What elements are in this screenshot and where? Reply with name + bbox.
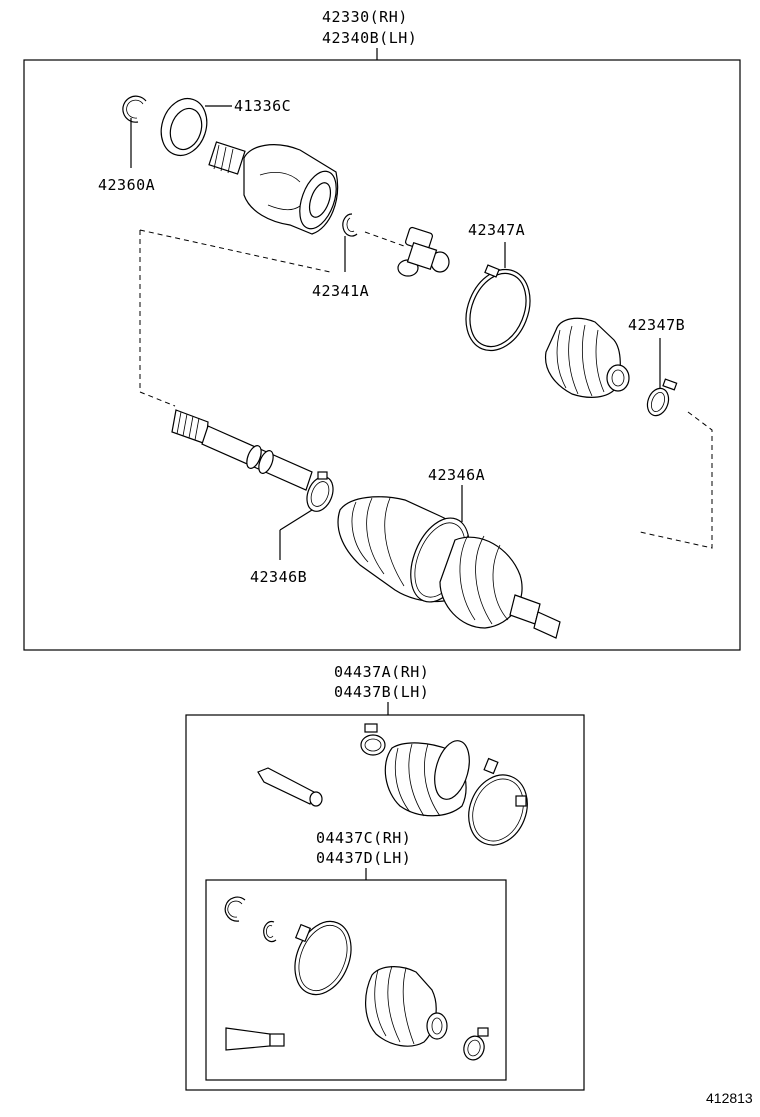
kit-grease-tube[interactable] (257, 767, 323, 807)
inboard-joint-housing[interactable] (208, 141, 343, 235)
inner-kit-boot[interactable] (365, 965, 448, 1047)
inboard-boot[interactable] (544, 317, 630, 398)
kit-clamp-small[interactable] (360, 723, 386, 756)
diagram-ref-number: 412813 (706, 1090, 753, 1106)
assembly-rh-label[interactable]: 42330(RH) (322, 8, 408, 26)
part-42346b-label[interactable]: 42346B (250, 568, 307, 586)
kit-outer-frame (185, 714, 585, 1091)
kit-inner-lh-label[interactable]: 04437D(LH) (316, 849, 411, 867)
inner-kit-band[interactable] (285, 913, 362, 1003)
outboard-boot[interactable] (337, 496, 561, 639)
kit-inner-frame (205, 879, 507, 1081)
kit-inner-rh-label[interactable]: 04437C(RH) (316, 829, 411, 847)
snap-ring-42341a[interactable] (342, 213, 358, 237)
part-41336c-label[interactable]: 41336C (234, 97, 291, 115)
boot-band-42346b[interactable] (302, 471, 338, 515)
inner-kit-clamp[interactable] (461, 1027, 489, 1062)
part-42347a-label[interactable]: 42347A (468, 221, 525, 239)
part-42346a-label[interactable]: 42346A (428, 466, 485, 484)
assembly-lh-label[interactable]: 42340B(LH) (322, 29, 417, 47)
assembly-dashed-outline (139, 229, 713, 549)
inner-kit-snap-ring[interactable] (224, 896, 246, 922)
part-42341a-label[interactable]: 42341A (312, 282, 369, 300)
boot-band-42347a[interactable] (454, 260, 541, 360)
drive-shaft[interactable] (171, 409, 313, 491)
part-42360a-label[interactable]: 42360A (98, 176, 155, 194)
part-42347b-label[interactable]: 42347B (628, 316, 685, 334)
inner-kit-grease-tube[interactable] (225, 1027, 285, 1051)
kit-boot[interactable] (384, 737, 475, 817)
inner-kit-small-ring[interactable] (263, 920, 277, 943)
kit-outer-rh-label[interactable]: 04437A(RH) (334, 663, 429, 681)
snap-ring-42360a[interactable] (122, 95, 147, 123)
kit-outer-lh-label[interactable]: 04437B(LH) (334, 683, 429, 701)
kit-band-large[interactable] (459, 757, 538, 854)
tripod-joint[interactable] (364, 226, 450, 277)
assembly-frame (23, 59, 741, 651)
boot-clamp-42347b[interactable] (644, 378, 678, 418)
dust-seal-41336c[interactable] (154, 93, 214, 162)
